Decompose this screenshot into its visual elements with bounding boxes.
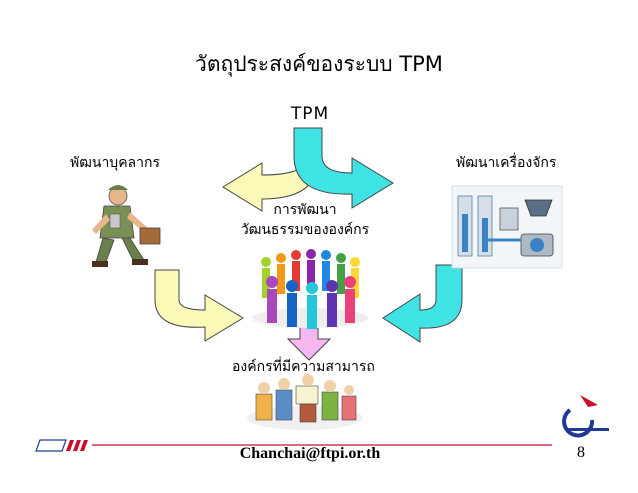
slide-title: วัตถุประสงค์ของระบบ TPM bbox=[195, 52, 443, 76]
cyan-arrow-right-top bbox=[293, 127, 394, 209]
tpm-label: TPM bbox=[290, 104, 330, 124]
label-develop-culture-line2: วัฒนธรรมขององค์กร bbox=[240, 222, 370, 238]
label-develop-machines: พัฒนาเครื่องจักร bbox=[456, 155, 557, 171]
people-circle-illustration bbox=[252, 249, 368, 329]
label-develop-culture-line1: การพัฒนา bbox=[273, 202, 337, 218]
team-illustration bbox=[247, 374, 363, 430]
cyan-arrow-right-bottom bbox=[382, 264, 463, 343]
page-number: 8 bbox=[577, 444, 585, 461]
yellow-arrow-left-bottom bbox=[154, 269, 244, 342]
pink-arrow-down bbox=[286, 326, 332, 361]
label-develop-people: พัฒนาบุคลากร bbox=[70, 155, 160, 171]
label-capable-organization: องค์กรที่มีความสามารถ bbox=[232, 359, 375, 375]
footer-left-stripes bbox=[35, 439, 88, 452]
label-develop-culture: การพัฒนา วัฒนธรรมขององค์กร bbox=[215, 200, 395, 240]
ftpi-logo bbox=[562, 395, 609, 438]
worker-illustration bbox=[92, 185, 161, 267]
machine-illustration bbox=[451, 185, 563, 269]
footer-email: Chanchai@ftpi.or.th bbox=[239, 445, 381, 462]
